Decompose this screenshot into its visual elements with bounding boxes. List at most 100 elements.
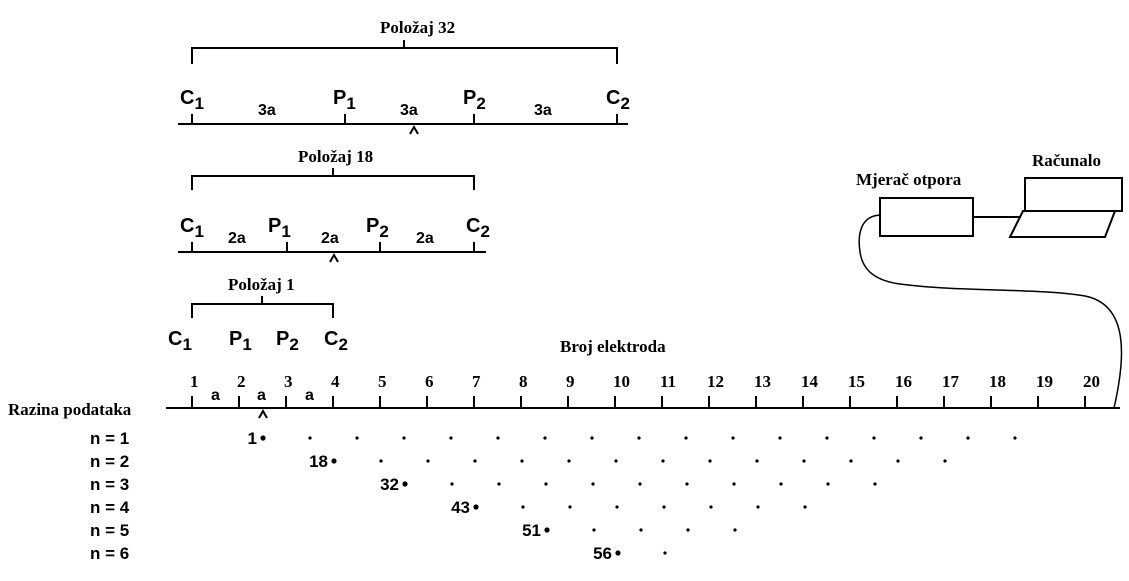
label-p1-18: P1 <box>268 215 291 241</box>
spacing-label: 3a <box>400 102 418 119</box>
data-point <box>450 482 454 486</box>
computer-label: Računalo <box>1032 151 1101 170</box>
label-c1-32: C1 <box>180 87 204 113</box>
electrode-number: 10 <box>613 372 630 391</box>
electrode-number: 11 <box>660 372 676 391</box>
data-point <box>778 436 782 440</box>
label-p1-1: P1 <box>229 328 252 354</box>
electrode-number: 3 <box>284 372 293 391</box>
data-point <box>943 459 947 463</box>
spacing-label: a <box>211 387 220 404</box>
data-point <box>919 436 923 440</box>
electrode-number: 7 <box>472 372 481 391</box>
data-point <box>802 459 806 463</box>
spacing-label: 3a <box>258 102 276 119</box>
data-point <box>355 436 359 440</box>
data-point <box>521 505 525 509</box>
data-point <box>543 436 547 440</box>
data-point <box>308 436 312 440</box>
electrode-number: 12 <box>707 372 724 391</box>
electrode-number-title: Broj elektroda <box>560 337 666 356</box>
label-p2-32: P2 <box>463 87 486 113</box>
data-point <box>568 505 572 509</box>
position-32-title: Položaj 32 <box>380 18 455 37</box>
data-point <box>426 459 430 463</box>
data-point <box>1013 436 1017 440</box>
electrode-number: 17 <box>942 372 960 391</box>
data-point <box>663 551 667 555</box>
electrode-number: 13 <box>754 372 771 391</box>
data-point <box>615 550 621 556</box>
first-point-index: 32 <box>380 475 399 494</box>
first-point-index: 1 <box>248 429 257 448</box>
label-c2-32: C2 <box>606 87 630 113</box>
electrode-number: 9 <box>566 372 575 391</box>
data-point <box>826 482 830 486</box>
spacing-label: 2a <box>321 230 339 247</box>
data-point <box>709 505 713 509</box>
data-point <box>544 482 548 486</box>
electrode-number: 2 <box>237 372 246 391</box>
data-point <box>402 481 408 487</box>
first-point-index: 18 <box>309 452 328 471</box>
electrode-number: 5 <box>378 372 387 391</box>
resistance-meter-label: Mjerač otpora <box>856 170 962 189</box>
spacing-label: 2a <box>228 230 246 247</box>
data-point <box>661 459 665 463</box>
data-point <box>638 482 642 486</box>
electrode-ticks <box>191 396 1086 408</box>
data-point <box>662 505 666 509</box>
electrode-number: 8 <box>519 372 528 391</box>
label-c2-18: C2 <box>466 215 490 241</box>
data-point <box>896 459 900 463</box>
label-c2-1: C2 <box>324 328 348 354</box>
data-point <box>708 459 712 463</box>
data-point <box>756 505 760 509</box>
data-point <box>567 459 571 463</box>
data-point <box>402 436 406 440</box>
electrode-number: 6 <box>425 372 434 391</box>
electrode-number: 15 <box>848 372 865 391</box>
data-point <box>473 504 479 510</box>
electrode-number: 19 <box>1036 372 1053 391</box>
electrode-number: 1 <box>190 372 199 391</box>
data-point <box>731 436 735 440</box>
data-point <box>684 436 688 440</box>
data-point <box>615 505 619 509</box>
level-label: n = 6 <box>90 544 129 563</box>
position-1-title: Položaj 1 <box>228 275 295 294</box>
data-point <box>544 527 550 533</box>
data-point <box>873 482 877 486</box>
level-label: n = 3 <box>90 475 129 494</box>
spacing-label: a <box>305 387 314 404</box>
level-label: n = 5 <box>90 521 129 540</box>
data-point <box>497 482 501 486</box>
label-p2-18: P2 <box>366 215 389 241</box>
first-point-index: 56 <box>593 544 612 563</box>
cable <box>858 214 1123 409</box>
data-level-title: Razina podataka <box>8 400 132 419</box>
data-point <box>379 459 383 463</box>
level-label: n = 4 <box>90 498 130 517</box>
label-c1-18: C1 <box>180 215 204 241</box>
level-label: n = 1 <box>90 429 129 448</box>
data-point <box>686 528 690 532</box>
data-point <box>755 459 759 463</box>
resistance-meter[interactable]: Mjerač otpora <box>856 170 974 237</box>
first-point-index: 51 <box>522 521 541 540</box>
data-point <box>872 436 876 440</box>
data-point <box>590 436 594 440</box>
data-point <box>732 482 736 486</box>
array-position-1: Položaj 1 C1 P1 P2 C2 <box>168 275 348 354</box>
data-point <box>825 436 829 440</box>
data-point <box>331 458 337 464</box>
computer[interactable]: Računalo <box>1008 151 1123 238</box>
first-point-index: 43 <box>451 498 470 517</box>
data-point <box>733 528 737 532</box>
label-c1-1: C1 <box>168 328 192 354</box>
data-point <box>803 505 807 509</box>
spacing-label: 3a <box>534 102 552 119</box>
